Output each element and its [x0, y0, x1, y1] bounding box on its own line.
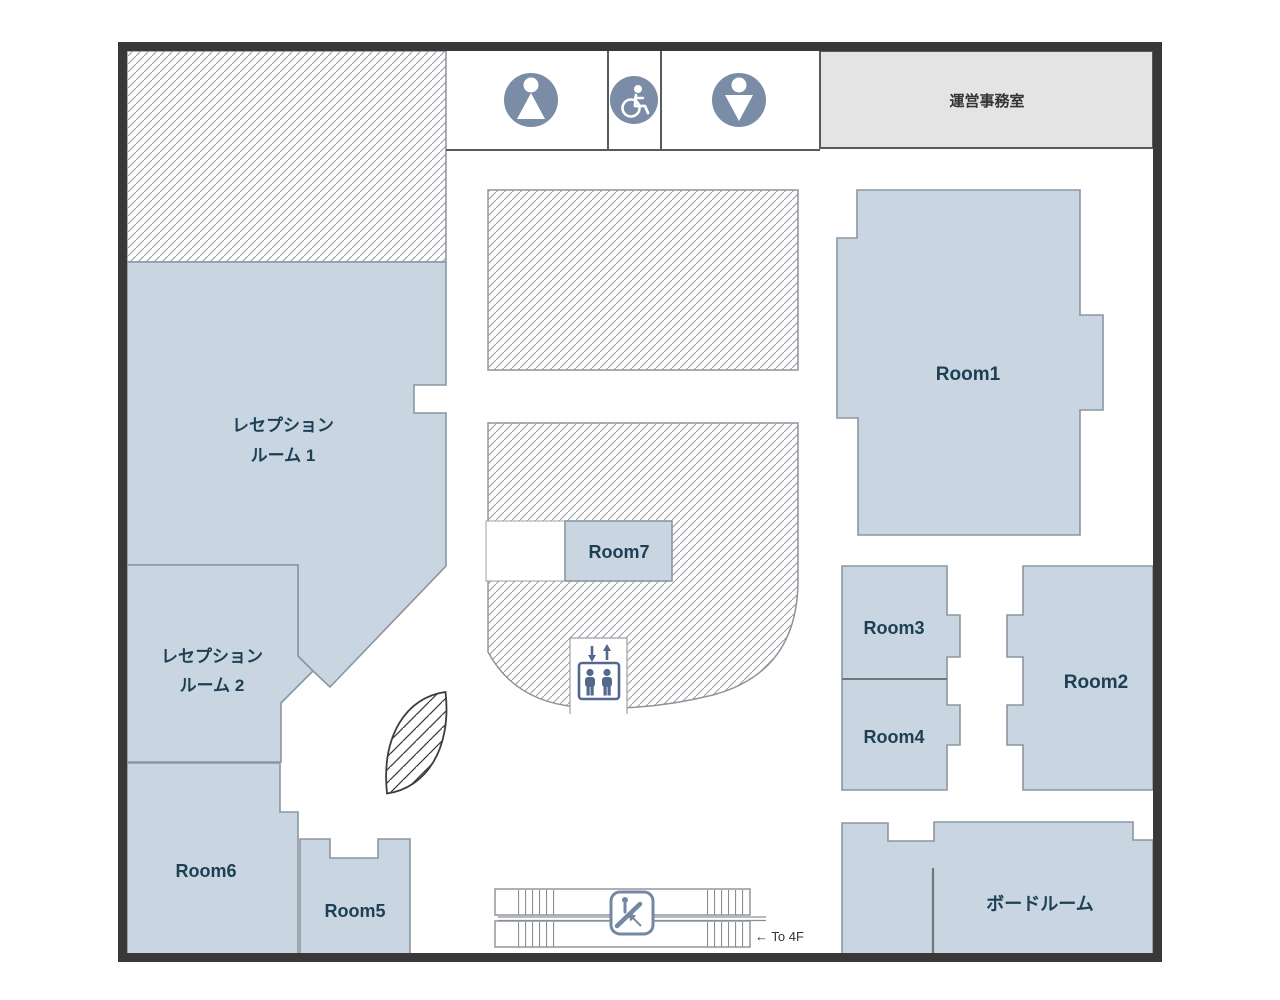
room-room1: Room1	[836, 189, 1104, 536]
room-office: 運営事務室	[819, 50, 1154, 149]
reception2-label-line2: ルーム 2	[180, 676, 245, 695]
escalator-icon	[494, 888, 766, 948]
room4-label: Room4	[863, 727, 924, 747]
outer-wall	[118, 42, 1162, 962]
room1-label: Room1	[936, 364, 1001, 385]
room-room3-room4: Room3 Room4	[841, 565, 961, 791]
room5-label: Room5	[324, 901, 385, 921]
reception1-label-line2: ルーム 1	[251, 446, 316, 465]
reception1-label-line1: レセプション	[232, 415, 334, 435]
female-restroom-icon	[712, 73, 766, 127]
male-restroom-icon	[504, 73, 558, 127]
planter-leaf-shape	[385, 690, 448, 795]
room3-label: Room3	[863, 618, 924, 638]
elevator-icon	[569, 637, 628, 714]
service-area-topleft	[126, 50, 447, 263]
office-label: 運営事務室	[949, 92, 1024, 110]
corridor-notch	[485, 520, 567, 582]
room2-label: Room2	[1064, 672, 1128, 693]
room-reception1: レセプション ルーム 1	[126, 261, 447, 689]
room-reception2: レセプション ルーム 2	[126, 564, 315, 763]
reception2-label-line1: レセプション	[161, 646, 263, 666]
room-room5: Room5	[299, 838, 411, 955]
service-area-center-top	[487, 189, 799, 371]
room6-label: Room6	[175, 861, 236, 881]
escalator-direction-label: ← To 4F	[755, 929, 804, 944]
room-room2: Room2	[1006, 565, 1154, 791]
room-room7: Room7	[564, 520, 673, 582]
boardroom-label: ボードルーム	[986, 894, 1093, 914]
wheelchair-accessible-icon	[610, 76, 658, 124]
room7-label: Room7	[588, 542, 649, 562]
room-room6: Room6	[126, 762, 299, 955]
room-boardroom: ボードルーム	[841, 821, 1154, 955]
restroom-walls	[446, 51, 820, 151]
